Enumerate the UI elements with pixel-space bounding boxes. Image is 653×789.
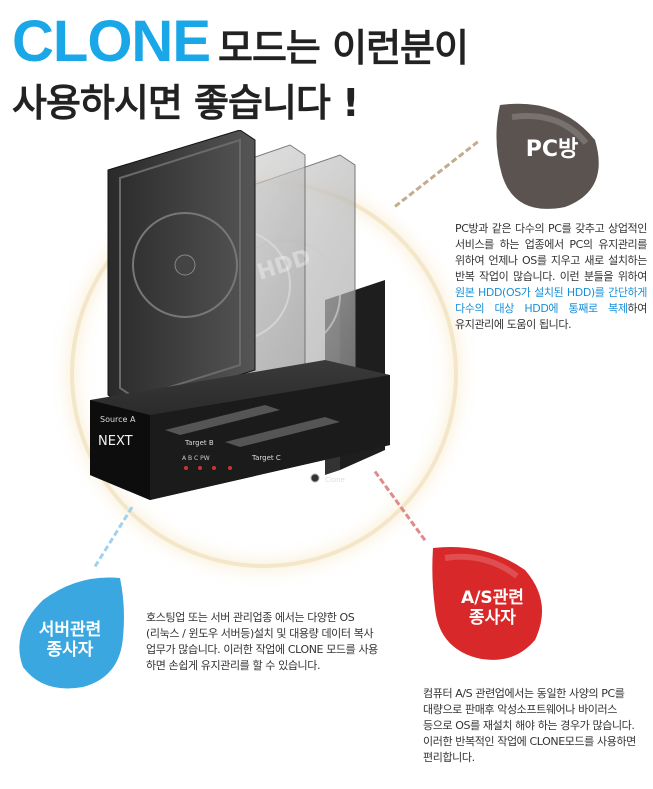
headline-line-1-rest: 모드는 이런분이 bbox=[218, 26, 469, 70]
server-badge-label-1: 서버관련 bbox=[38, 620, 102, 640]
connector-pc-room bbox=[394, 140, 479, 208]
server-badge-label-2: 종사자 bbox=[46, 640, 94, 661]
server-badge bbox=[19, 577, 124, 689]
as-description: 컴퓨터 A/S 관련업에서는 동일한 사양의 PC를 대량으로 판매후 악성소프… bbox=[423, 687, 636, 764]
hdd-docking-station-image: Source A NEXT Target B Target C A B C PW… bbox=[90, 130, 390, 500]
target-b-label: Target B bbox=[184, 439, 214, 447]
clone-button-dot bbox=[310, 473, 320, 483]
target-c-label: Target C bbox=[251, 454, 281, 462]
headline-line-2: 사용하시면 좋습니다 ! bbox=[12, 81, 359, 125]
source-a-label: Source A bbox=[100, 415, 136, 424]
server-description: 호스팅업 또는 서버 관리업종 에서는 다양한 OS (리눅스 / 윈도우 서버… bbox=[146, 611, 378, 672]
pc-room-description: PC방과 같은 다수의 PC를 갖추고 상업적인 서비스를 하는 업종에서 PC… bbox=[455, 222, 647, 331]
pc-room-badge-label: PC방 bbox=[525, 137, 579, 162]
connector-server bbox=[93, 506, 134, 568]
as-badge-label-1: A/S관련 bbox=[461, 588, 524, 608]
led-labels: A B C PW bbox=[182, 455, 210, 462]
headline-clone-word: CLONE bbox=[12, 9, 211, 74]
clone-button-label: Clone bbox=[325, 476, 345, 484]
as-badge-label-2: 종사자 bbox=[469, 608, 516, 629]
as-badge bbox=[432, 546, 543, 660]
pc-room-highlight: 원본 HDD(OS가 설치된 HDD)를 간단하게 다수의 대상 HDD에 통째… bbox=[455, 286, 647, 315]
pc-room-badge bbox=[496, 103, 599, 209]
next-logo: NEXT bbox=[98, 434, 133, 449]
